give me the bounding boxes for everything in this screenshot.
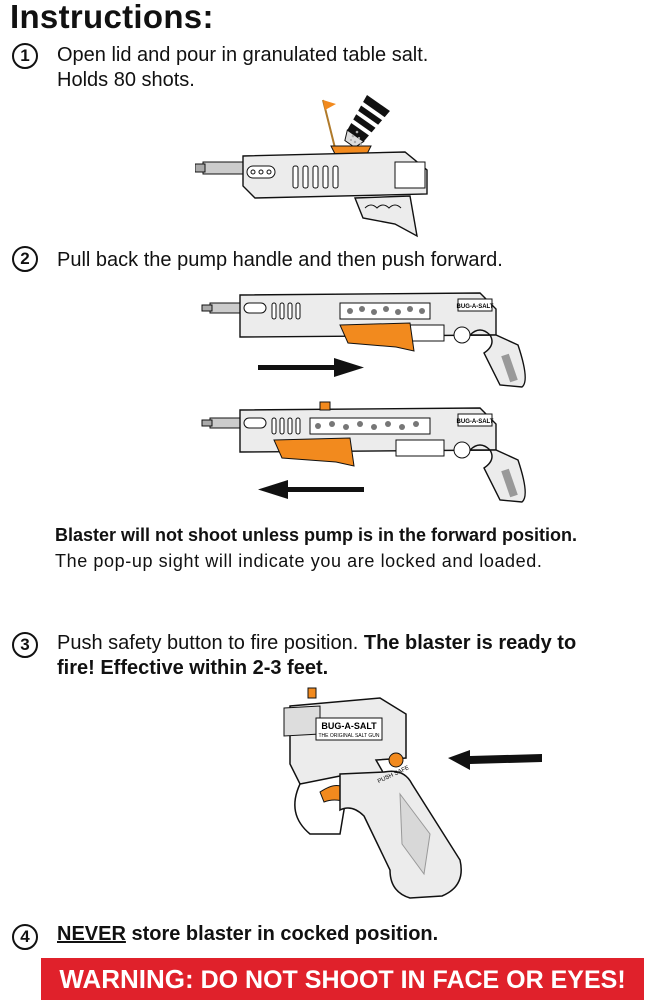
step-3-bold-2: fire! Effective within 2-3 feet. (57, 657, 329, 679)
step-3-line2: fire! Effective within 2-3 feet. (57, 656, 328, 681)
step-3-number: 3 (12, 632, 38, 658)
step-3-bold-1: The blaster is ready to (363, 632, 577, 654)
step-4-never: NEVER (57, 923, 126, 945)
step-2-number: 2 (12, 246, 38, 272)
step-2-line1: Pull back the pump handle and then push … (57, 249, 503, 271)
gun-pump-forward-illustration: BUG-A-SALT (201, 401, 526, 503)
warning-banner: WARNING: DO NOT SHOOT IN FACE OR EYES! (41, 958, 644, 1000)
brand-label: BUG-A-SALT (321, 721, 377, 731)
step-1-line1: Open lid and pour in granulated table sa… (57, 44, 429, 66)
page-title: Instructions: (10, 0, 214, 35)
gun-b-brand: BUG-A-SALT (457, 419, 494, 425)
step-3-line1: Push safety button to fire position. The… (57, 631, 576, 656)
warning-text: DO NOT SHOOT IN FACE OR EYES! (200, 966, 626, 994)
step-4-rest: store blaster in cocked position. (131, 923, 439, 945)
safety-button-illustration: BUG-A-SALT THE ORIGINAL SALT GUN PUSH SA… (283, 687, 542, 899)
arrow-right-icon (258, 358, 364, 377)
pump-note-text: The pop-up sight will indicate you are l… (55, 551, 543, 571)
step-4-number: 4 (12, 924, 38, 950)
gun-pump-back-illustration: BUG-A-SALT (201, 292, 526, 388)
gun-a-brand: BUG-A-SALT (457, 304, 494, 310)
step-1-line2: Holds 80 shots. (57, 69, 195, 91)
step-1-number: 1 (12, 43, 38, 69)
gun-loading-salt-illustration (195, 95, 428, 238)
pump-note-bold: Blaster will not shoot unless pump is in… (55, 525, 578, 545)
step-4-line: NEVER store blaster in cocked position. (57, 922, 438, 947)
step-3-text: Push safety button to fire position. (57, 632, 359, 654)
warning-label: WARNING: (59, 964, 194, 994)
tagline-label: THE ORIGINAL SALT GUN (318, 733, 379, 739)
arrow-left-icon (258, 480, 364, 499)
